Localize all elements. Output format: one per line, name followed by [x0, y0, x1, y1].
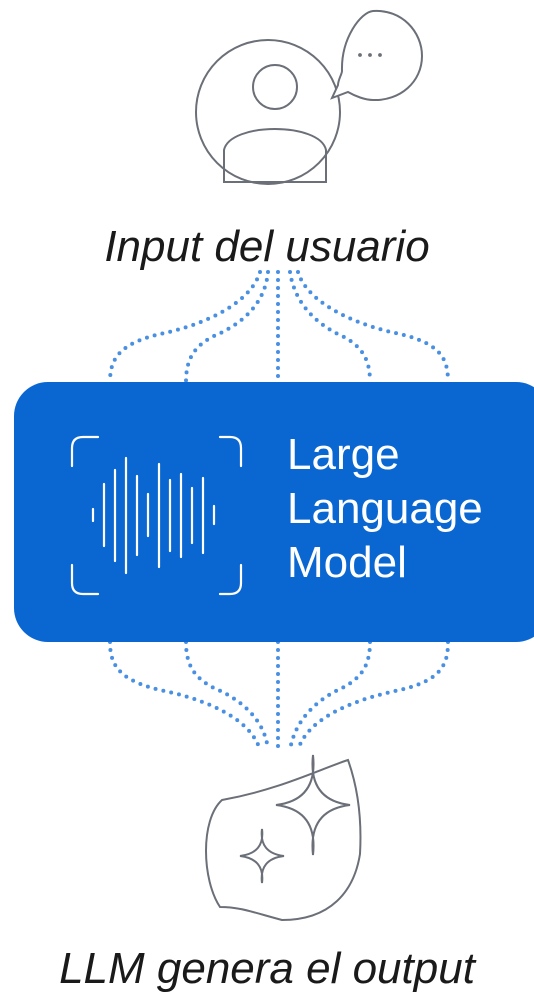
llm-label-line-2: Language	[287, 484, 483, 533]
output-caption: LLM genera el output	[59, 944, 475, 993]
llm-label-line-3: Model	[287, 538, 407, 587]
input-caption: Input del usuario	[104, 222, 430, 271]
dotted-connectors-bottom	[108, 640, 450, 752]
llm-label: Large Language Model	[287, 428, 483, 590]
llm-label-line-1: Large	[287, 430, 400, 479]
speech-bubble-icon	[330, 9, 424, 102]
user-avatar-icon	[195, 39, 341, 185]
llm-box	[14, 382, 534, 642]
sparkle-icon	[205, 754, 362, 922]
dotted-connectors-top	[108, 270, 450, 384]
waveform-icon	[70, 435, 243, 596]
